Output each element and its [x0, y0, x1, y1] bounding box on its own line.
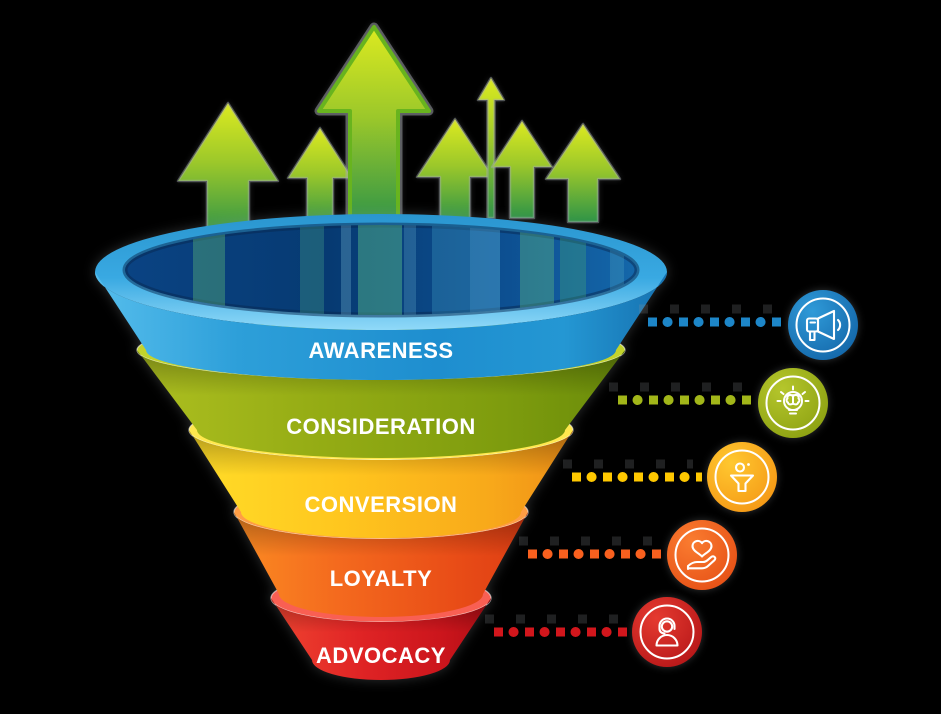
megaphone-icon: [788, 290, 858, 360]
lightbulb-brain-icon: [758, 368, 828, 438]
stage-band-shade: [234, 512, 528, 617]
growth-arrow: [176, 101, 280, 237]
support-agent-icon: [632, 597, 702, 667]
dotted-connector-shadows: [485, 304, 779, 624]
growth-arrow: [490, 119, 554, 220]
growth-arrows: [176, 22, 622, 237]
funnel: AWARENESS CONSIDERATION CONVERSION LOYAL…: [95, 214, 667, 680]
funnel-opening: [122, 222, 640, 318]
stage-label-loyalty: LOYALTY: [330, 566, 433, 591]
growth-arrow: [415, 117, 495, 224]
growth-arrow: [286, 126, 354, 230]
funnel-interior-arrow-stripes: [193, 225, 624, 315]
stage-band-shade: [189, 430, 573, 538]
heart-in-hand-icon: [667, 520, 737, 590]
stage-band: [95, 272, 667, 380]
growth-arrow: [476, 76, 506, 220]
stage-band-shade: [271, 598, 491, 680]
stage-label-consideration: CONSIDERATION: [286, 414, 475, 439]
growth-arrow: [544, 122, 622, 224]
stage-label-conversion: CONVERSION: [305, 492, 458, 517]
growth-arrow-main: [317, 25, 431, 227]
filter-funnel-icon: [707, 442, 777, 512]
stage-label-advocacy: ADVOCACY: [316, 643, 446, 668]
stage-label-awareness: AWARENESS: [308, 338, 453, 363]
funnel-stage-awareness: [95, 214, 667, 380]
stage-band-shade: [137, 350, 625, 458]
